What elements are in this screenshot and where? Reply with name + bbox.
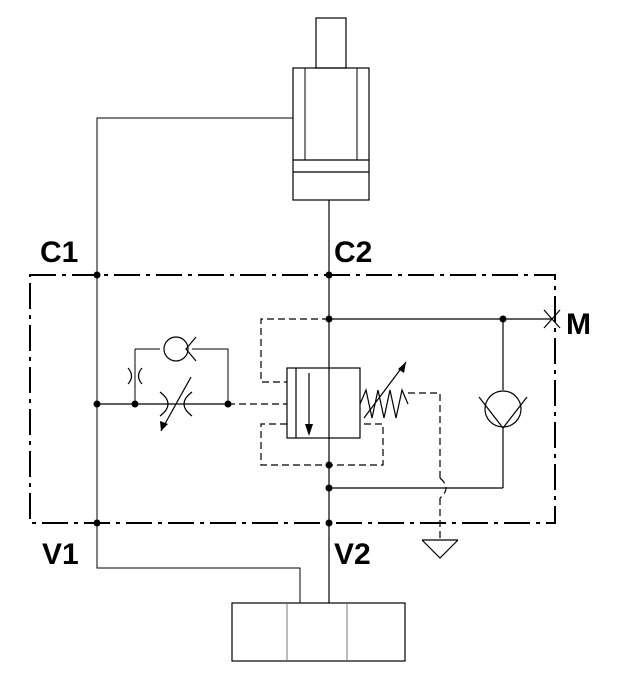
gauge-port-m-icon bbox=[543, 309, 561, 329]
pilot-spool-valve-icon bbox=[228, 318, 384, 466]
variable-throttle-icon bbox=[159, 376, 193, 432]
orifice-icon bbox=[127, 367, 143, 385]
port-label-c2: C2 bbox=[334, 236, 372, 269]
check-valve-icon bbox=[478, 390, 528, 429]
drain-line bbox=[408, 392, 447, 540]
directional-valve-icon bbox=[231, 602, 406, 662]
port-label-c1: C1 bbox=[40, 236, 78, 269]
junction-dots bbox=[93, 271, 507, 527]
hydraulic-cylinder-icon bbox=[292, 17, 370, 201]
check-valve-icon bbox=[163, 336, 197, 362]
port-label-v1: V1 bbox=[42, 538, 79, 571]
tank-icon bbox=[421, 539, 459, 559]
port-label-v2: V2 bbox=[334, 538, 371, 571]
port-label-m: M bbox=[566, 308, 591, 341]
hydraulic-lines bbox=[96, 117, 552, 603]
valve-block-boundary bbox=[29, 274, 556, 524]
adjustable-spring-icon bbox=[359, 361, 409, 419]
